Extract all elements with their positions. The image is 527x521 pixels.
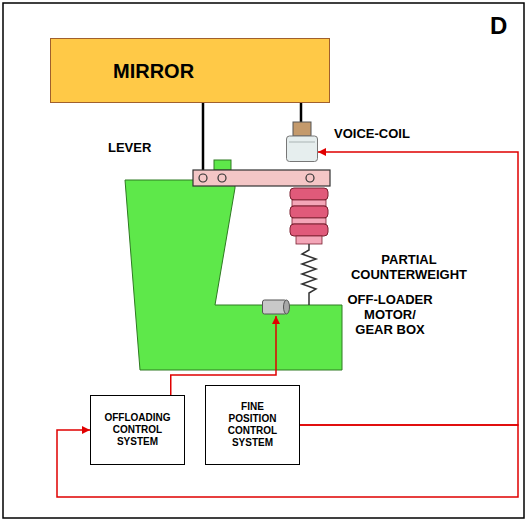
control-box: FINE POSITION CONTROL SYSTEM bbox=[205, 385, 300, 465]
mirror-box: MIRROR bbox=[50, 38, 330, 103]
fulcrum-block bbox=[214, 160, 231, 170]
box-text: OFFLOADING CONTROL SYSTEM bbox=[101, 412, 175, 448]
support-structure bbox=[125, 180, 342, 370]
spring bbox=[302, 244, 316, 305]
pivot bbox=[306, 174, 314, 182]
motor-symbol: OFF-LOADER MOTOR/ GEAR BOX bbox=[262, 298, 290, 316]
part-label: VOICE-COIL bbox=[334, 126, 410, 141]
support-rod bbox=[202, 103, 205, 174]
node-title: MIRROR bbox=[113, 59, 194, 83]
voice-coil-shape bbox=[286, 122, 318, 162]
support-rod bbox=[300, 103, 303, 122]
voice-coil-symbol: VOICE-COIL bbox=[286, 122, 318, 162]
control-box: OFFLOADING CONTROL SYSTEM bbox=[90, 395, 185, 465]
motor-shape bbox=[262, 298, 290, 316]
lever-bar bbox=[193, 170, 330, 186]
pivot bbox=[218, 174, 226, 182]
signal-line bbox=[171, 316, 276, 395]
box-text: FINE POSITION CONTROL SYSTEM bbox=[222, 401, 284, 449]
part-label: OFF-LOADER MOTOR/ GEAR BOX bbox=[345, 292, 435, 337]
pivot bbox=[199, 174, 207, 182]
counterweight-stack bbox=[290, 188, 328, 244]
part-label: PARTIAL COUNTERWEIGHT bbox=[343, 252, 475, 282]
panel-letter: D bbox=[490, 12, 507, 40]
part-label: LEVER bbox=[108, 140, 151, 155]
signal-line bbox=[300, 152, 518, 425]
panel-frame bbox=[3, 3, 524, 518]
